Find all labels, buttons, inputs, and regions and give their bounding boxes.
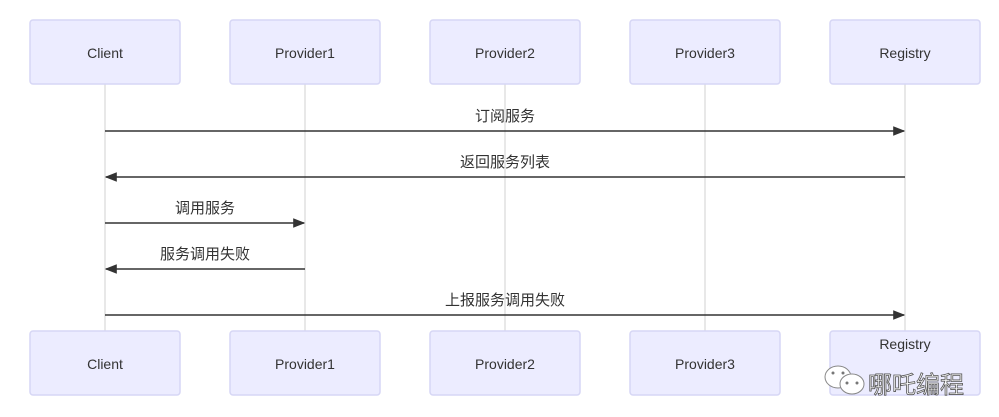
message-label: 订阅服务 [475,107,535,125]
message-label: 上报服务调用失败 [445,291,565,309]
participant-box [29,330,181,396]
participant-label: Provider2 [475,45,535,61]
participant-bottom: Registry [829,330,981,396]
message: 上报服务调用失败 [105,291,906,320]
participant-box [429,330,581,396]
participant-top: Client [29,19,181,85]
participant-box [829,330,981,396]
message: 服务调用失败 [104,245,305,274]
participant-box [629,330,781,396]
message-label: 调用服务 [175,199,235,217]
message: 订阅服务 [105,107,906,136]
participant-box [829,19,981,85]
participant-label: Provider1 [275,45,335,61]
message: 返回服务列表 [104,153,905,182]
participant-top: Registry [829,19,981,85]
message-label: 返回服务列表 [460,153,550,171]
participant-bottom: Client [29,330,181,396]
participant-label: Registry [879,45,930,61]
participant-label: Registry [879,336,930,352]
participant-top: Provider3 [629,19,781,85]
participant-box [29,19,181,85]
participant-bottom: Provider1 [229,330,381,396]
message: 调用服务 [105,199,306,228]
watermark-text: 哪吒编程 [868,371,964,399]
participant-box [429,19,581,85]
participant-box [629,19,781,85]
participant-top: Provider1 [229,19,381,85]
participant-label: Provider3 [675,356,735,372]
participant-bottom: Provider2 [429,330,581,396]
watermark: 哪吒编程 [824,365,964,399]
participant-box [229,330,381,396]
participant-label: Provider3 [675,45,735,61]
wechat-icon [824,365,865,395]
participant-label: Client [87,356,123,372]
participant-bottom: Provider3 [629,330,781,396]
participant-top: Provider2 [429,19,581,85]
participant-box [229,19,381,85]
participant-label: Provider2 [475,356,535,372]
participant-label: Provider1 [275,356,335,372]
participant-label: Client [87,45,123,61]
message-label: 服务调用失败 [160,245,250,263]
